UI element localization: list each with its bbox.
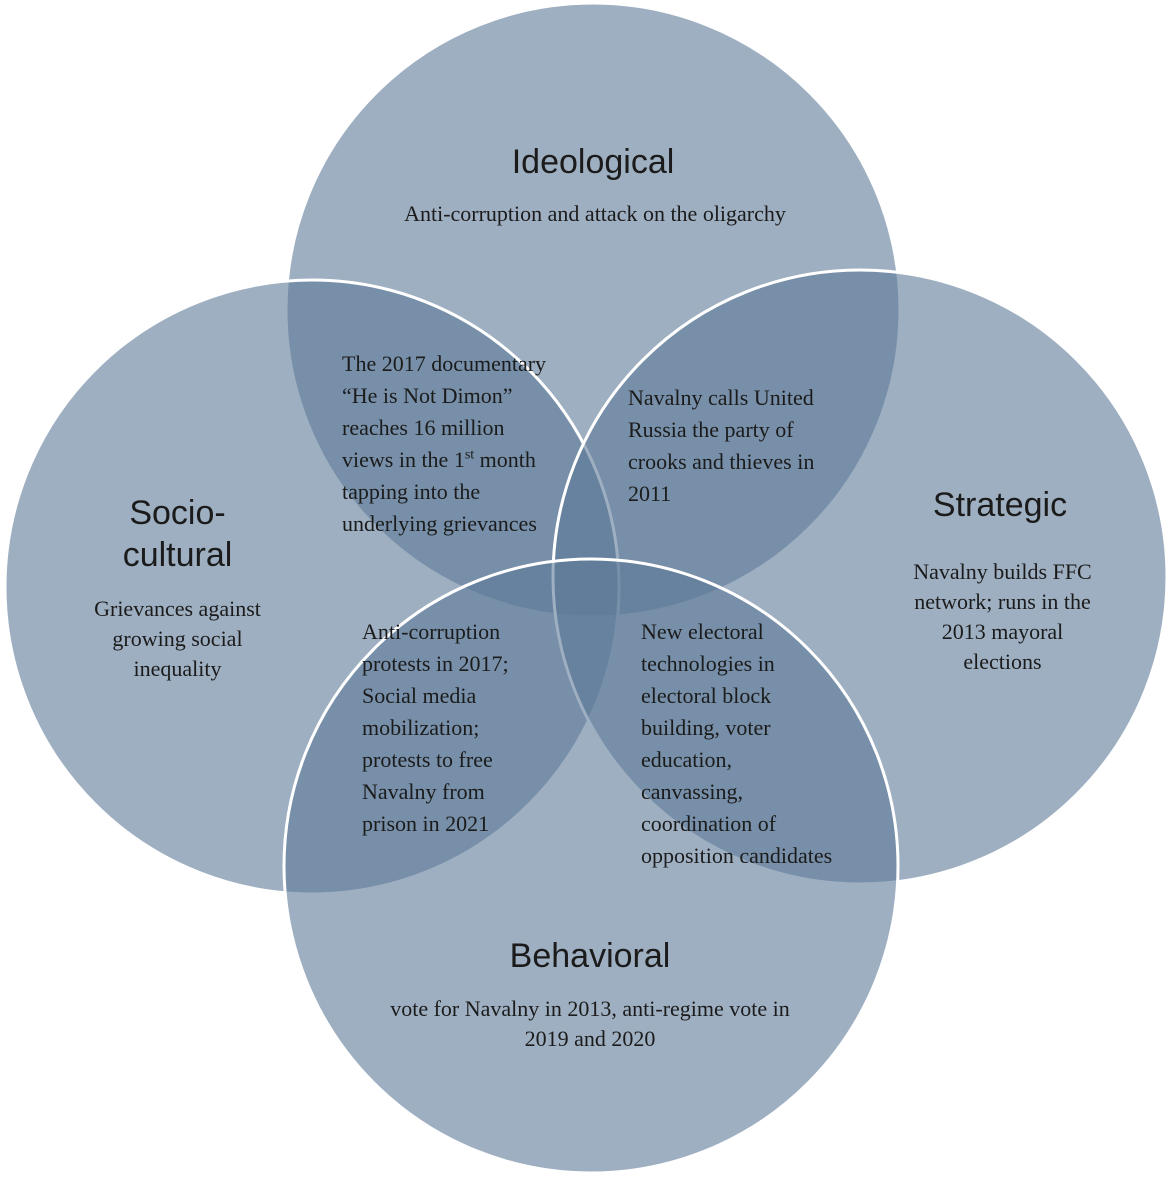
behavioral-title: Behavioral (509, 937, 671, 975)
sociocultural-title: Socio- cultural (60, 492, 295, 576)
overlap-line: canvassing, (641, 779, 744, 804)
strategic-description-line: elections (963, 649, 1042, 674)
overlap-line: protests to free (362, 747, 493, 772)
overlap-line: Anti-corruption (362, 619, 501, 644)
overlap-line: technologies in (641, 651, 775, 676)
sociocultural-description: Grievances against growing social inequa… (60, 594, 295, 684)
sociocultural-title-line1: Socio- (129, 494, 226, 532)
overlap-line: crooks and thieves in (628, 449, 815, 474)
overlap-line: mobilization; (362, 715, 480, 740)
overlap-line: electoral block (641, 683, 772, 708)
ordinal-superscript: st (464, 447, 475, 463)
overlap-line: protests in 2017; (362, 651, 509, 676)
overlap-line: Navalny calls United (628, 385, 814, 410)
behavioral-description-line: 2019 and 2020 (524, 1026, 656, 1051)
overlap-line: “He is Not Dimon” (342, 383, 513, 408)
overlap-line: coordination of (641, 811, 777, 836)
sociocultural-description-line: growing social (112, 626, 243, 651)
sociocultural-description-line: Grievances against (94, 596, 261, 621)
overlap-strategic-behavioral-text: New electoral technologies in electoral … (641, 616, 886, 872)
behavioral-description: vote for Navalny in 2013, anti-regime vo… (300, 994, 880, 1054)
strategic-description-line: network; runs in the (914, 589, 1091, 614)
strategic-description-line: Navalny builds FFC (913, 559, 1092, 584)
overlap-sociocultural-behavioral-text: Anti-corruption protests in 2017; Social… (362, 616, 562, 840)
overlap-ideological-strategic-text: Navalny calls United Russia the party of… (628, 382, 868, 510)
overlap-line: Russia the party of (628, 417, 794, 442)
overlap-line: 2011 (628, 481, 672, 506)
overlap-line: prison in 2021 (362, 811, 490, 836)
sociocultural-title-line2: cultural (122, 536, 233, 574)
overlap-line: underlying grievances (342, 511, 537, 536)
overlap-line: Navalny from (362, 779, 485, 804)
sociocultural-description-line: inequality (133, 656, 222, 681)
overlap-line: New electoral (641, 619, 764, 644)
strategic-title: Strategic (932, 486, 1068, 524)
overlap-line: education, (641, 747, 733, 772)
overlap-line: reaches 16 million (342, 415, 505, 440)
overlap-line-text: views in the 1 (342, 447, 465, 472)
ideological-description: Anti-corruption and attack on the oligar… (404, 201, 786, 226)
overlap-line-text: month (474, 447, 536, 472)
strategic-description: Navalny builds FFC network; runs in the … (880, 557, 1125, 677)
overlap-line: tapping into the (342, 479, 481, 504)
strategic-description-line: 2013 mayoral (941, 619, 1064, 644)
overlap-line: opposition candidates (641, 843, 833, 868)
overlap-line: Social media (362, 683, 477, 708)
overlap-line: views in the 1st month (342, 444, 602, 476)
behavioral-description-line: vote for Navalny in 2013, anti-regime vo… (390, 996, 790, 1021)
overlap-line: building, voter (641, 715, 771, 740)
overlap-ideological-sociocultural-text: The 2017 documentary “He is Not Dimon” r… (342, 348, 602, 540)
behavioral-circle (282, 557, 900, 1175)
ideological-title: Ideological (511, 143, 675, 181)
overlap-line: The 2017 documentary (342, 351, 547, 376)
